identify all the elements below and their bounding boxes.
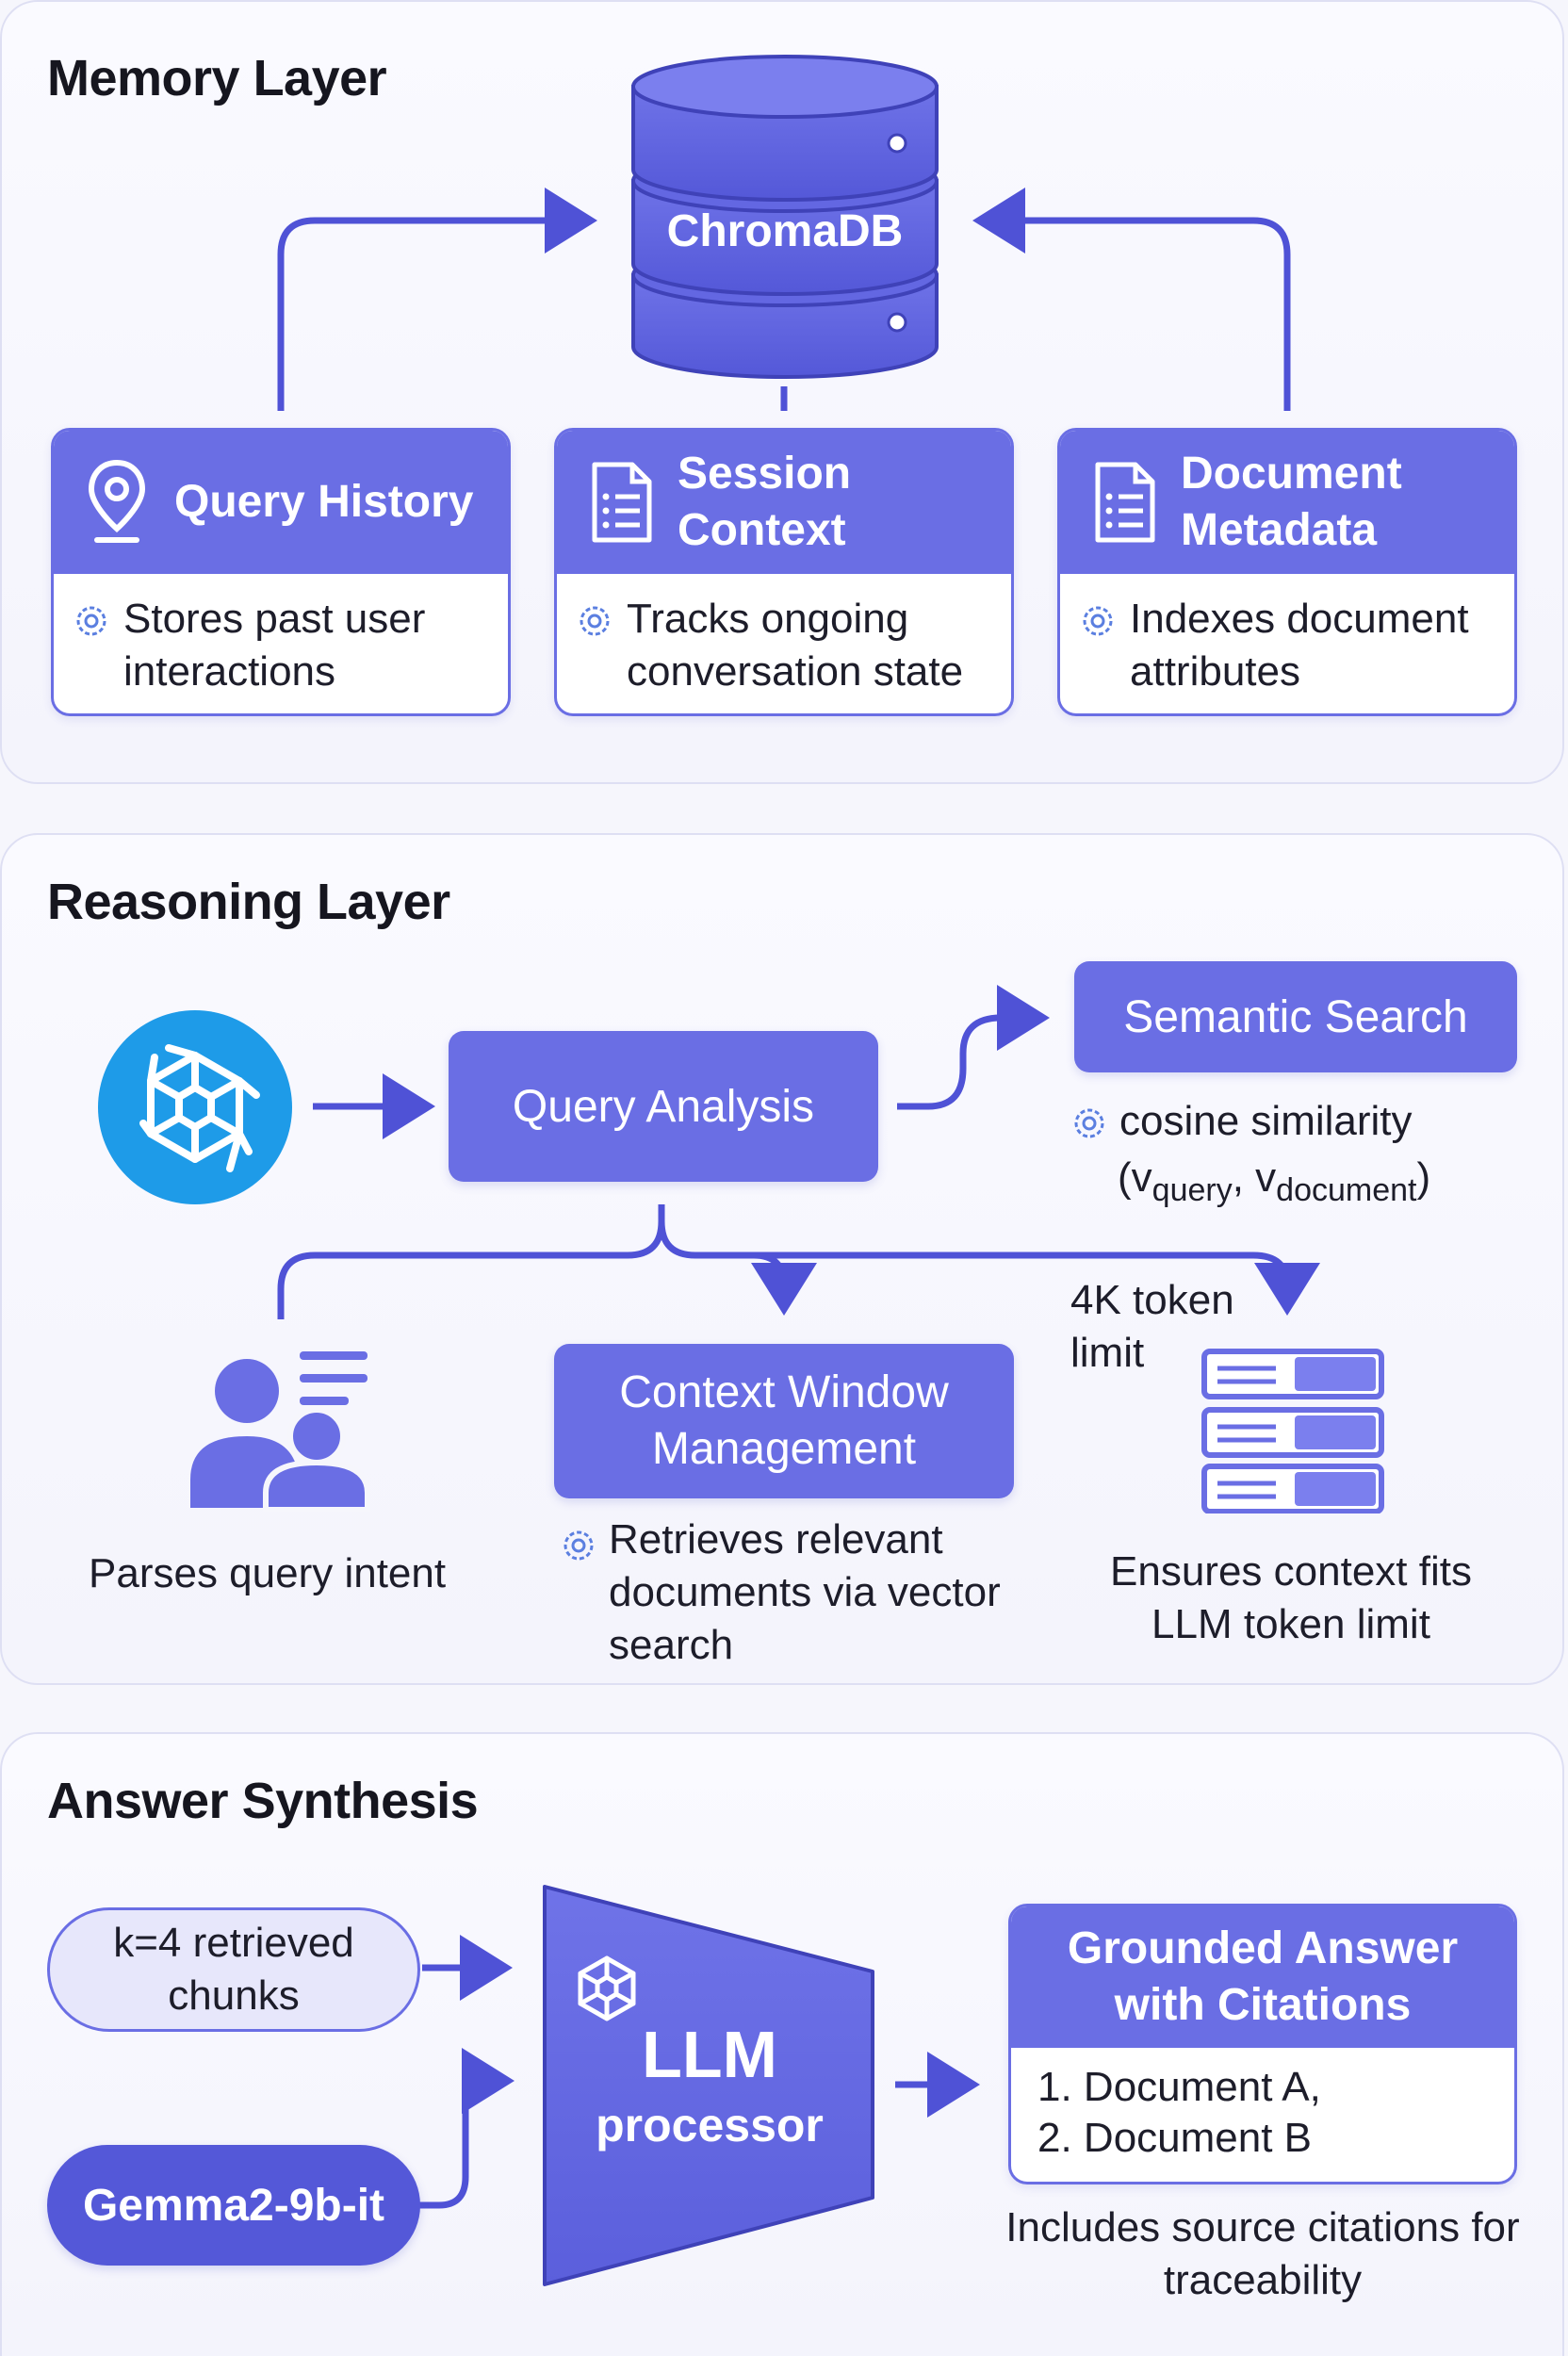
semantic-desc-main: cosine similarity <box>1119 1098 1413 1144</box>
formula-close: ) <box>1416 1154 1431 1201</box>
chromadb-database-icon <box>631 55 939 379</box>
session-context-title: Session Context <box>678 449 852 555</box>
location-pin-icon <box>88 459 146 543</box>
model-name-pill: Gemma2-9b-it <box>47 2145 420 2266</box>
bullet-gear-icon <box>76 606 106 636</box>
formula-sub-query: query <box>1152 1172 1233 1208</box>
server-stack-icon <box>1201 1349 1384 1513</box>
context-window-desc: Retrieves relevant documents via vector … <box>609 1516 1001 1668</box>
query-history-title: Query History <box>174 477 474 527</box>
answer-synthesis-title: Answer Synthesis <box>47 1773 479 1829</box>
bullet-gear-icon <box>1074 1108 1104 1138</box>
grounded-answer-title: Grounded Answer with Citations <box>1067 1923 1459 2030</box>
citation-1: 1. Document A, <box>1037 2064 1321 2110</box>
query-analysis-box: Query Analysis <box>449 1031 878 1182</box>
users-intent-icon <box>190 1351 370 1512</box>
chromadb-label: ChromaDB <box>666 206 904 256</box>
formula-open: (v <box>1118 1154 1152 1201</box>
query-history-header: Query History <box>54 431 508 574</box>
session-context-header: Session Context <box>557 431 1011 574</box>
intent-desc: Parses query intent <box>89 1550 447 1596</box>
document-metadata-header: Document Metadata <box>1060 431 1514 574</box>
answer-desc: Includes source citations for traceabili… <box>1005 2204 1520 2303</box>
document-list-icon <box>1095 462 1155 543</box>
context-window-box: Context Window Management <box>554 1344 1014 1498</box>
llm-logo-icon <box>578 1955 636 2021</box>
token-desc: Ensures context fits LLM token limit <box>1110 1548 1472 1647</box>
llm-processor-shape <box>543 1885 874 2286</box>
memory-connectors <box>277 188 1291 411</box>
reasoning-layer-title: Reasoning Layer <box>47 874 450 930</box>
document-metadata-title: Document Metadata <box>1181 449 1402 555</box>
formula-sub-document: document <box>1276 1172 1417 1208</box>
session-context-card: Session Context Tracks ongoing conversat… <box>554 428 1014 716</box>
formula-mid: , v <box>1232 1154 1277 1201</box>
query-history-desc: Stores past user interactions <box>123 596 426 695</box>
llm-title: LLM <box>642 2018 777 2091</box>
bullet-gear-icon <box>580 606 610 636</box>
token-limit-label: 4K token limit <box>1070 1277 1234 1376</box>
bullet-gear-icon <box>564 1530 594 1561</box>
memory-layer-title: Memory Layer <box>47 50 387 106</box>
llm-subtitle: processor <box>596 2099 824 2151</box>
ai-logo-icon <box>98 1010 292 1204</box>
citation-2: 2. Document B <box>1037 2115 1313 2161</box>
query-history-card: Query History Stores past user interacti… <box>51 428 511 716</box>
retrieved-chunks-pill: k=4 retrieved chunks <box>47 1907 420 2032</box>
bullet-gear-icon <box>1083 606 1113 636</box>
document-metadata-desc: Indexes document attributes <box>1130 596 1469 695</box>
semantic-search-desc: cosine similarity <box>1119 1095 1534 1148</box>
document-metadata-card: Document Metadata Indexes document attri… <box>1057 428 1517 716</box>
cosine-formula: (vquery, vdocument) <box>1118 1152 1532 1217</box>
grounded-answer-header: Grounded Answer with Citations <box>1011 1906 1514 2048</box>
document-list-icon <box>592 462 652 543</box>
semantic-search-box: Semantic Search <box>1074 961 1517 1072</box>
grounded-answer-card: Grounded Answer with Citations 1. Docume… <box>1008 1904 1517 2184</box>
session-context-desc: Tracks ongoing conversation state <box>627 596 964 695</box>
